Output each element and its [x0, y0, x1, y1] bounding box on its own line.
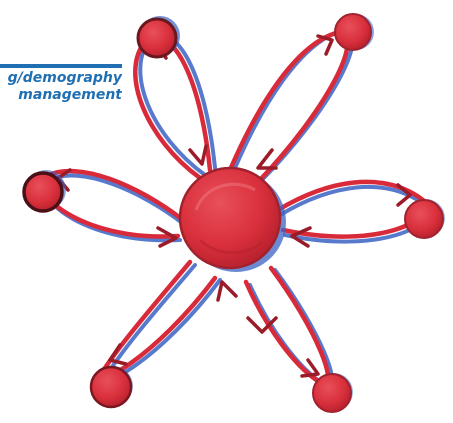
arrow-in-top-left: [190, 146, 206, 164]
node-top-right: [335, 14, 374, 50]
node-bottom-left: [91, 366, 133, 407]
central-node: [180, 168, 286, 272]
loop-top-right: [230, 32, 348, 182]
caption: g/demography management: [0, 70, 122, 114]
loop-left: [43, 171, 183, 236]
caption-line-2: management: [8, 87, 122, 104]
node-left: [24, 170, 66, 211]
caption-line-1: g/demography: [8, 70, 122, 87]
node-right: [405, 199, 445, 238]
node-bottom-right: [313, 373, 353, 412]
header-rule: [0, 64, 122, 68]
loop-top-left: [135, 38, 210, 178]
arrow-in-bottom-left: [218, 282, 236, 300]
